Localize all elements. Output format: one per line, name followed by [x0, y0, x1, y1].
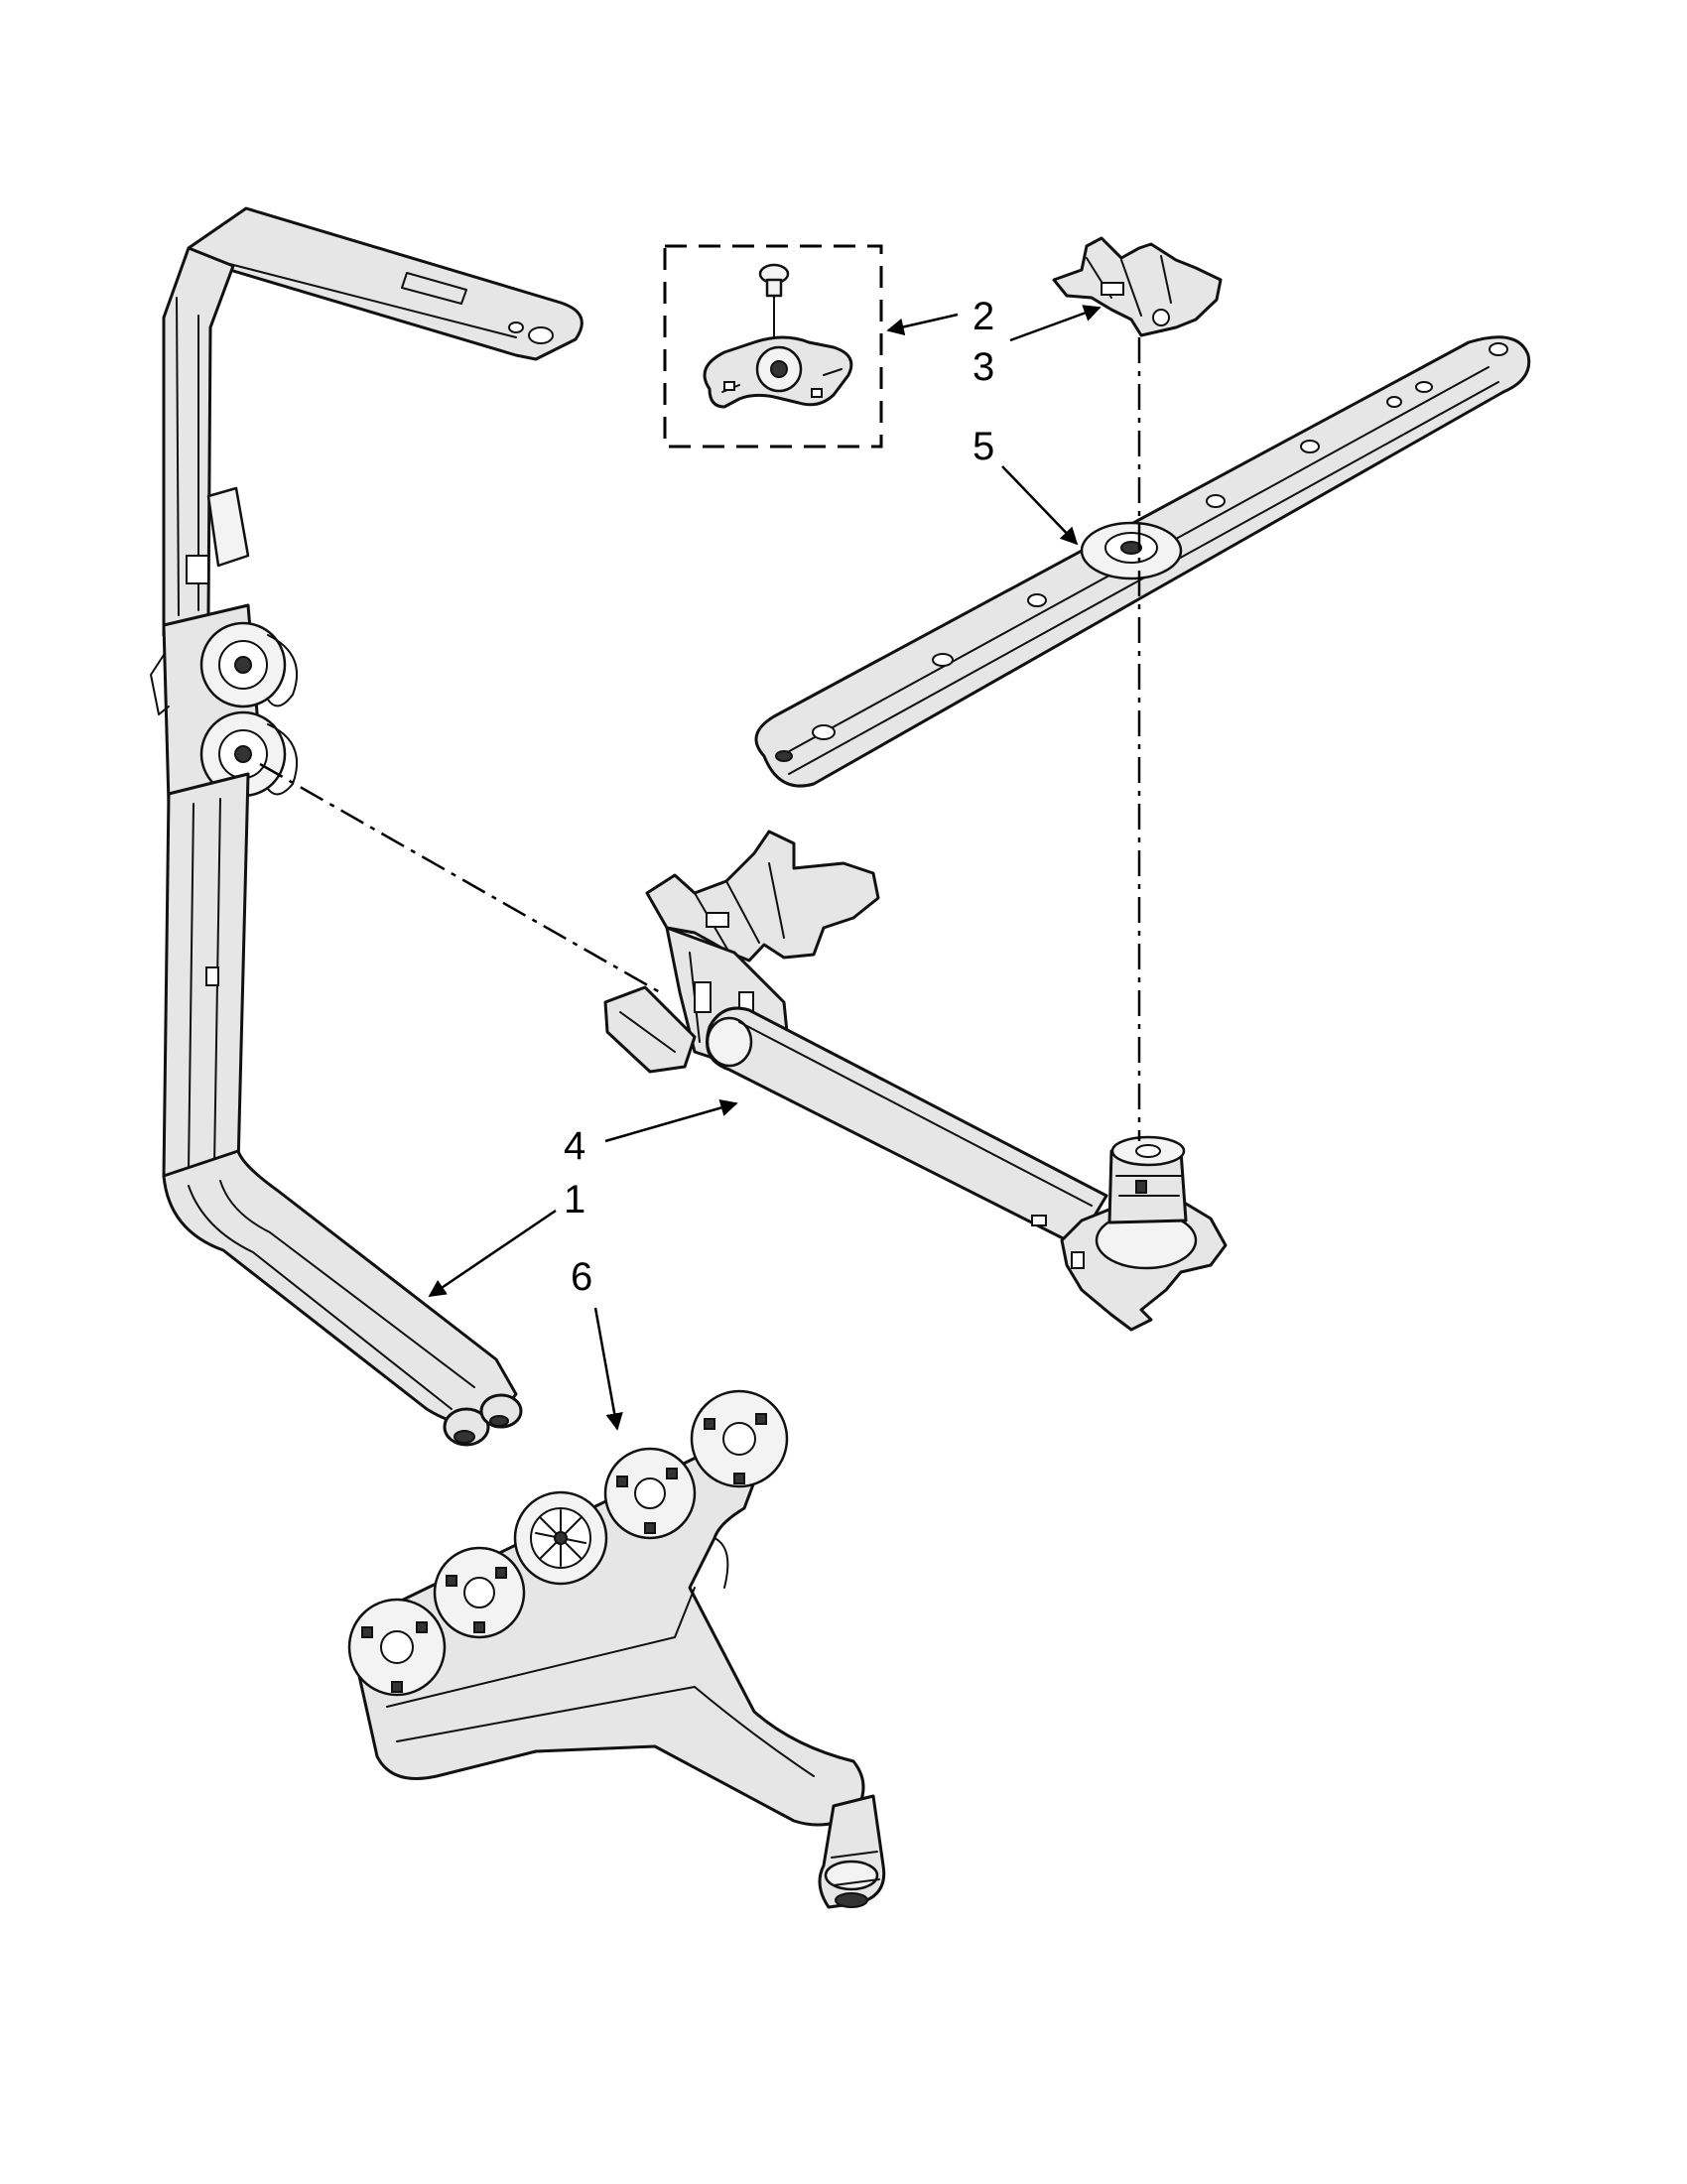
- leader-1: [428, 1209, 557, 1298]
- nozzle-disc-2: [433, 1546, 526, 1639]
- callout-4: 4: [564, 1124, 585, 1168]
- callout-2: 2: [973, 295, 994, 338]
- nozzle-disc-4: [690, 1389, 789, 1488]
- leader-4: [604, 1098, 738, 1143]
- leader-5: [1001, 465, 1079, 546]
- filter-disc: [513, 1490, 608, 1586]
- part-1-feed-tube: [150, 206, 584, 1447]
- detail-dashed-box: [663, 244, 883, 449]
- callout-5: 5: [973, 425, 994, 468]
- part-4-spray-arm-mount: [603, 830, 1228, 1332]
- leader-2: [886, 313, 959, 336]
- leader-3: [1009, 305, 1102, 342]
- leader-6: [593, 1307, 623, 1431]
- callout-1: 1: [564, 1178, 585, 1221]
- nozzle-disc-1: [347, 1598, 447, 1697]
- part-2-hub-and-screw: [663, 244, 883, 449]
- part-3-upper-bracket: [1052, 236, 1223, 337]
- part-6-lower-manifold: [347, 1389, 886, 1909]
- part-5-spray-arm: [754, 335, 1531, 788]
- assembly-line-tube-to-mount: [259, 762, 661, 994]
- callout-6: 6: [571, 1255, 592, 1299]
- callout-3: 3: [973, 345, 994, 389]
- nozzle-disc-3: [603, 1447, 697, 1540]
